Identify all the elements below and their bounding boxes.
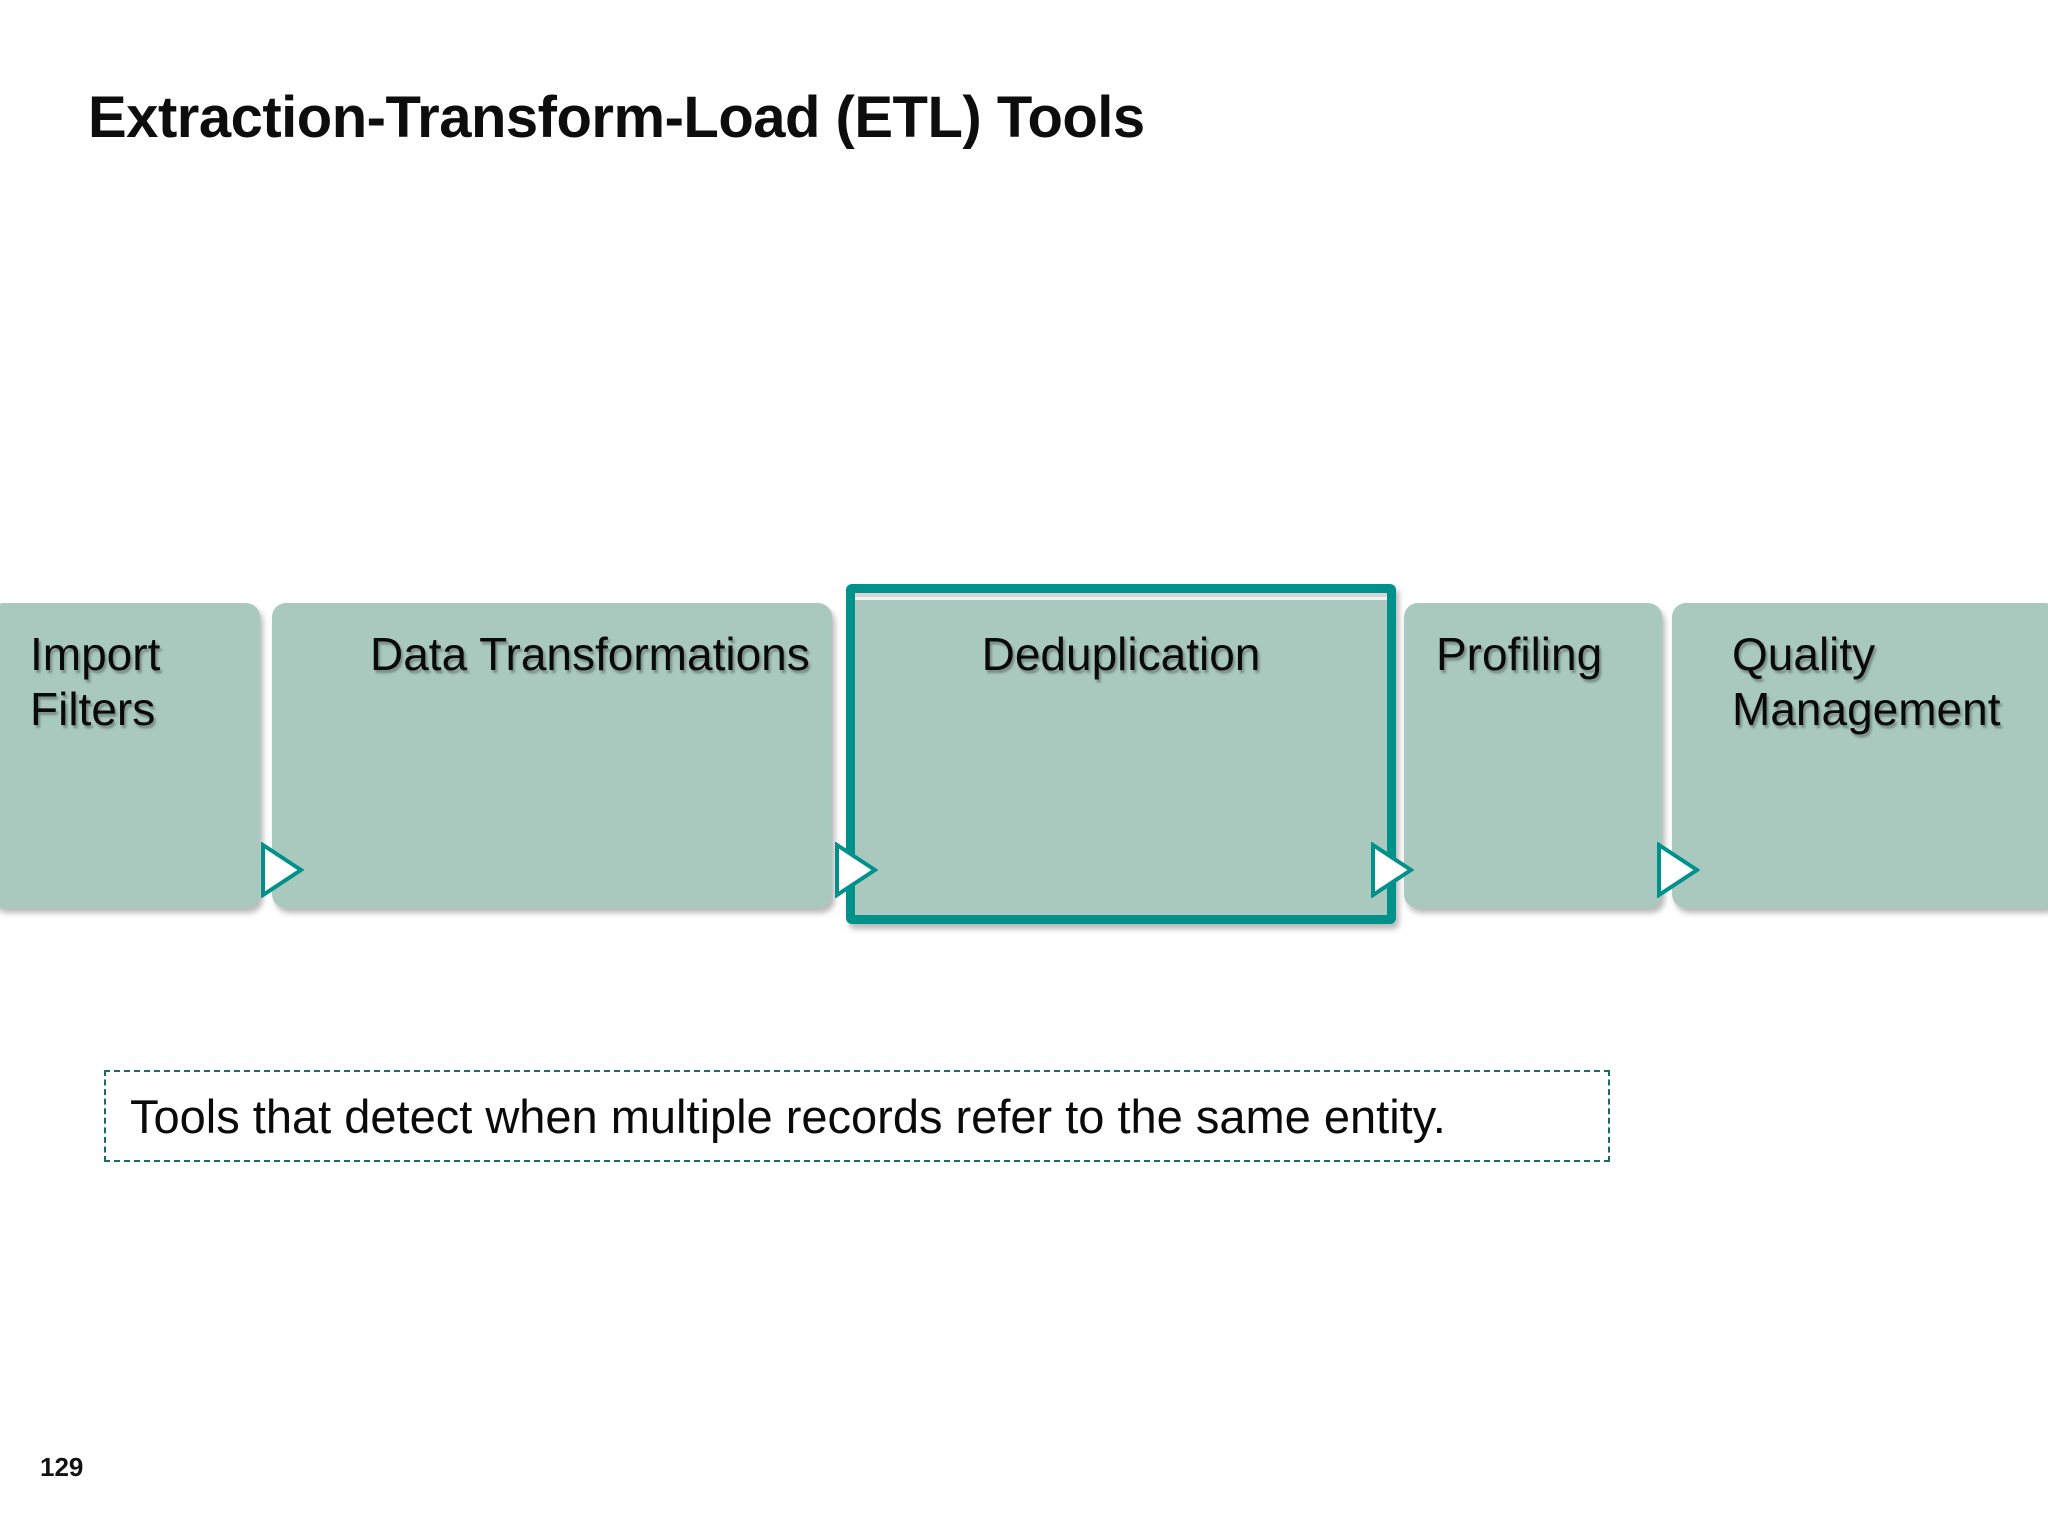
- triangle-right-icon: [258, 842, 304, 898]
- caption-box: Tools that detect when multiple records …: [104, 1070, 1610, 1162]
- triangle-right-icon: [1654, 842, 1700, 898]
- stage-box-profiling[interactable]: Profiling: [1404, 603, 1662, 908]
- process-flow-row: Import Filters Data Transformations Dedu…: [0, 584, 2048, 928]
- stage-label-profiling: Profiling: [1436, 628, 1603, 680]
- stage-box-quality-management[interactable]: Quality Management: [1672, 603, 2048, 908]
- stage-label-quality-management: Quality Management: [1732, 628, 2001, 735]
- stage-label-deduplication: Deduplication: [981, 628, 1261, 680]
- stage-label-data-transformations: Data Transformations: [370, 628, 810, 680]
- stage-label-import-filters: Import Filters: [30, 628, 161, 735]
- stage-box-deduplication[interactable]: Deduplication: [846, 584, 1396, 924]
- stage-box-data-transformations[interactable]: Data Transformations: [272, 603, 832, 908]
- stage-box-import-filters[interactable]: Import Filters: [0, 603, 260, 908]
- triangle-right-icon: [832, 842, 878, 898]
- triangle-right-icon: [1368, 842, 1414, 898]
- page-title: Extraction-Transform-Load (ETL) Tools: [88, 85, 1145, 150]
- page-number: 129: [40, 1452, 84, 1482]
- caption-text: Tools that detect when multiple records …: [130, 1089, 1446, 1143]
